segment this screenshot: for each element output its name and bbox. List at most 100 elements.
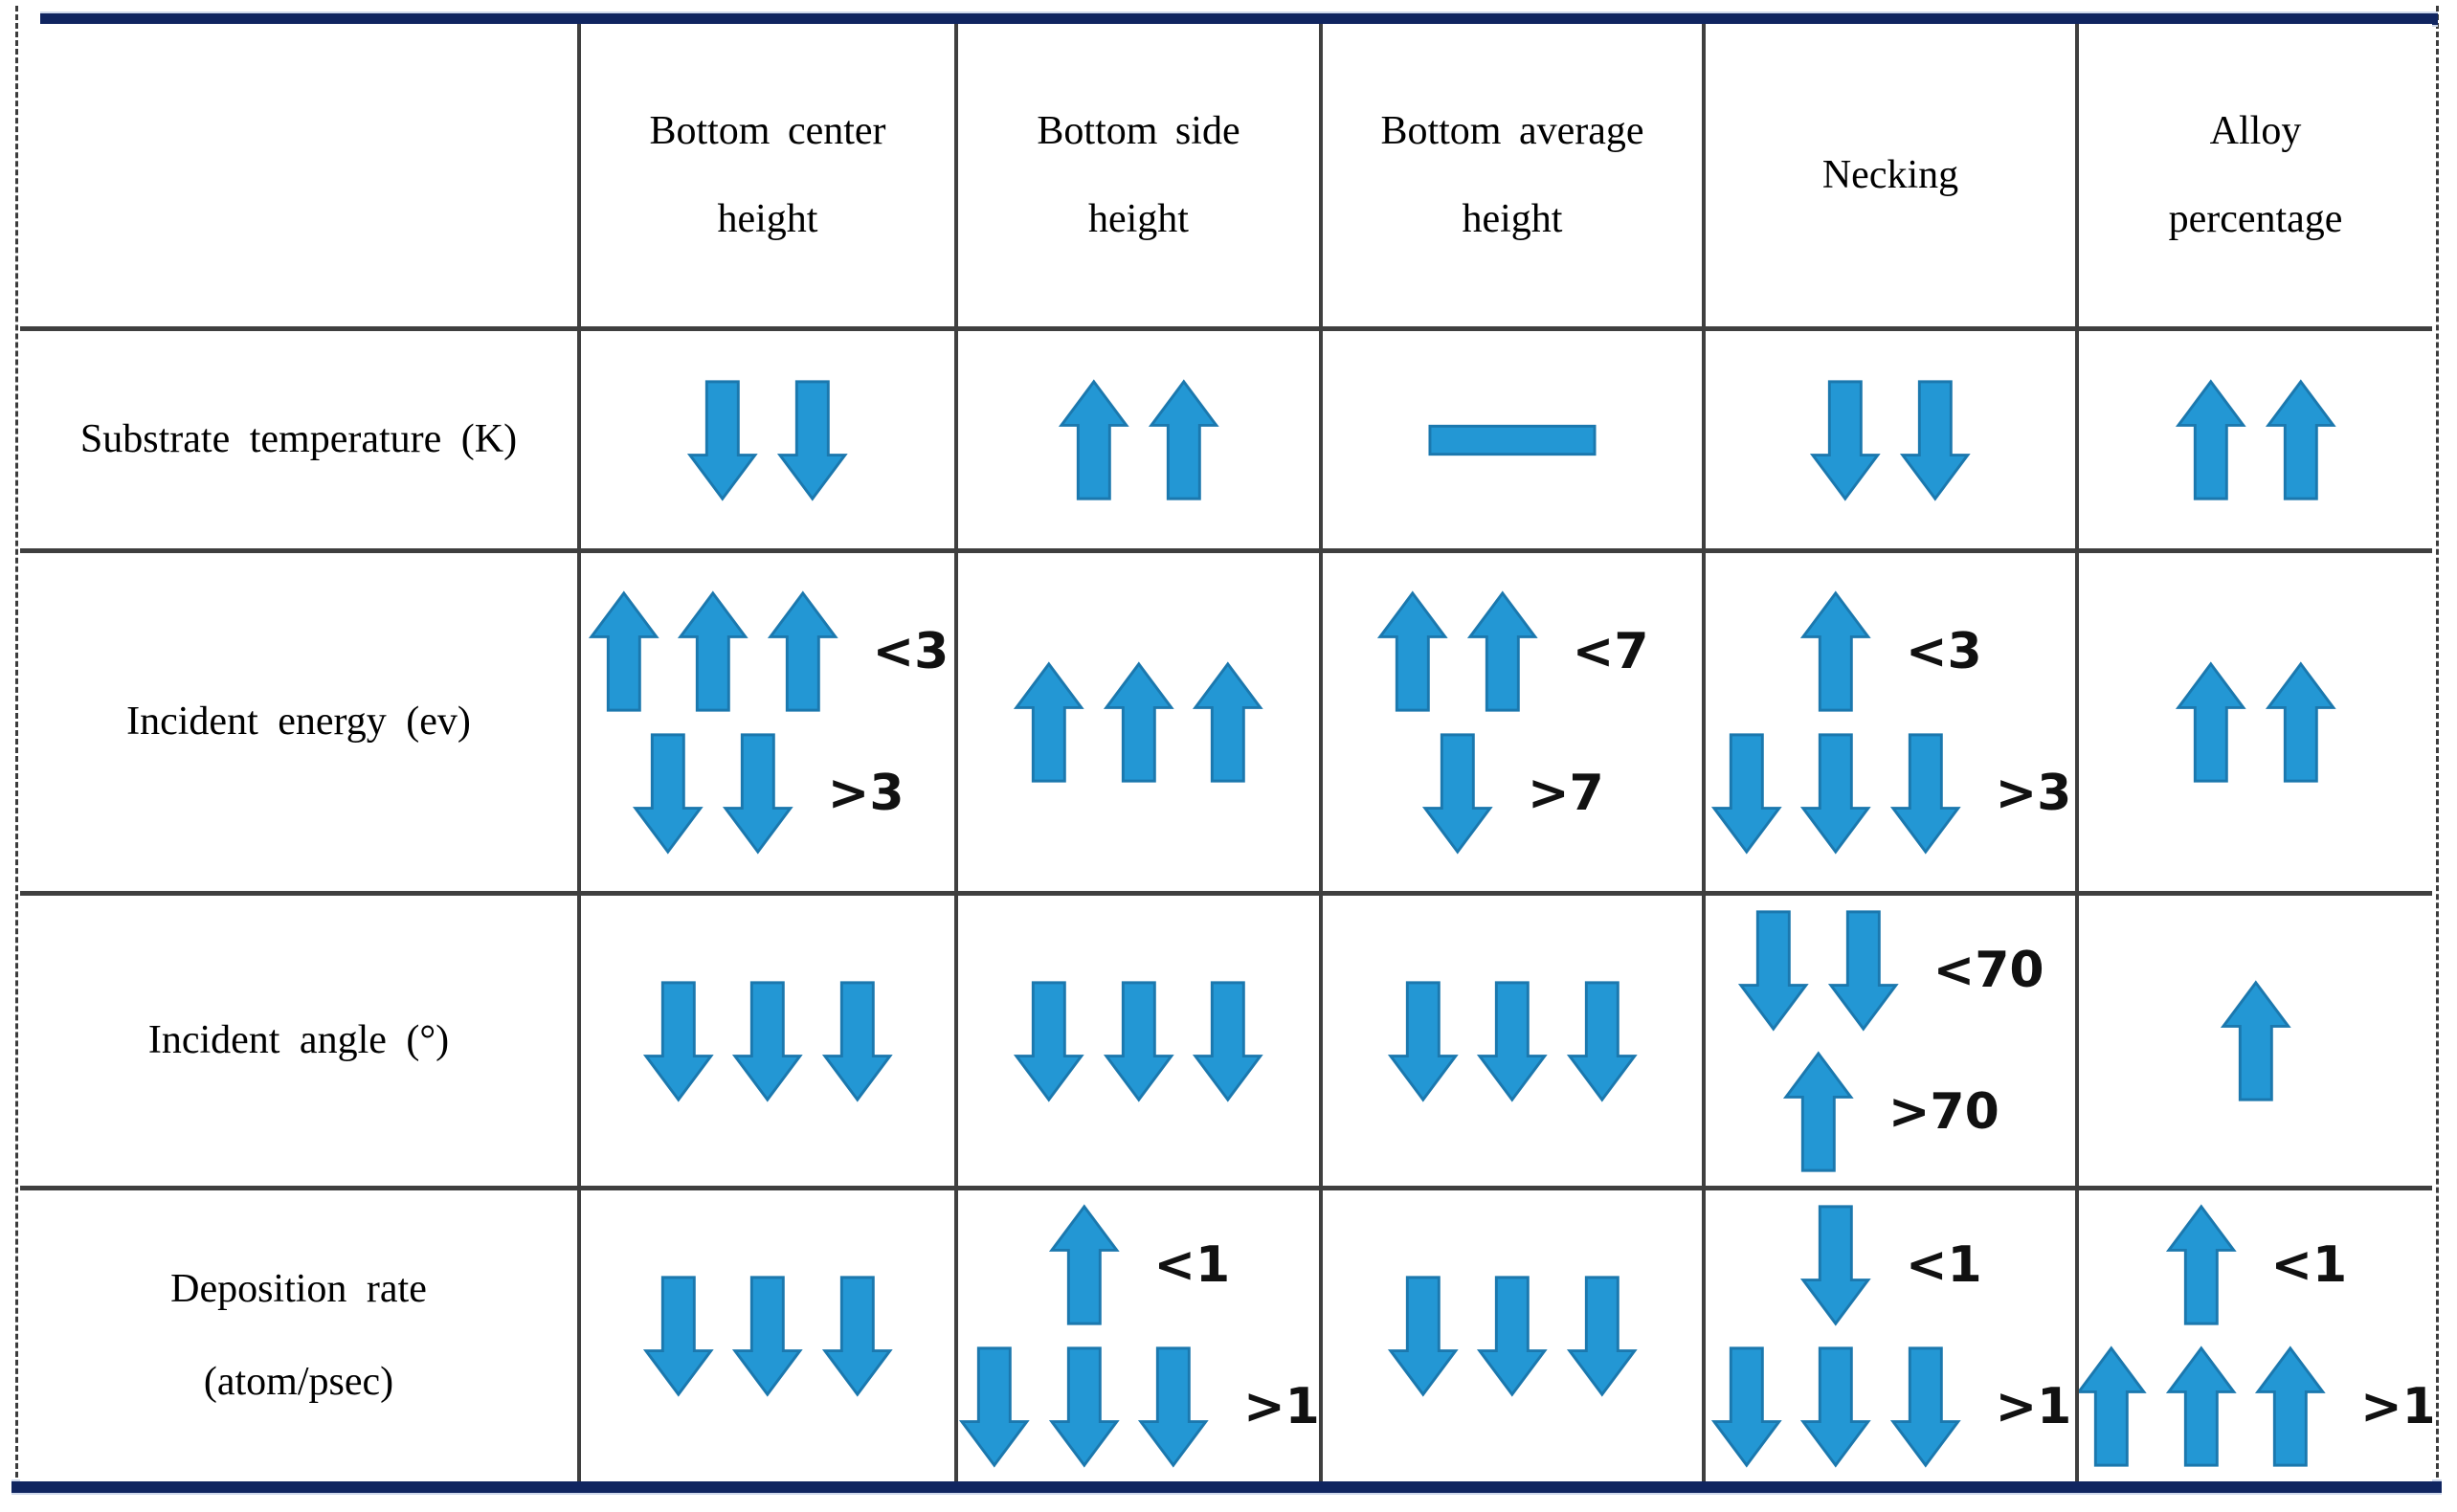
row-header-label: Incident angle (°): [147, 1018, 450, 1063]
up-arrow-icon: [678, 589, 748, 712]
arrow-row: [1047, 1202, 1122, 1328]
down-arrow-icon: [1387, 980, 1459, 1102]
up-arrow-icon: [1148, 378, 1219, 500]
condition-label: <3: [872, 622, 949, 680]
down-arrow-icon: [642, 1276, 714, 1397]
arrow-row: [1808, 377, 1972, 503]
row-header-label: Incident energy (ev): [126, 700, 471, 745]
up-arrow-icon: [1193, 660, 1263, 783]
arrow-row: [1736, 907, 1900, 1034]
arrow-row: [1057, 377, 1220, 503]
down-arrow-icon: [821, 980, 893, 1102]
up-arrow-icon: [2255, 1345, 2327, 1467]
arrow-group: >1: [958, 1344, 1319, 1470]
arrow-row: [1781, 1049, 1856, 1175]
arrow-group: [1012, 978, 1265, 1104]
down-arrow-icon: [1477, 1276, 1548, 1397]
cell-r4-c2: <1 >1: [958, 1190, 1323, 1481]
down-arrow-icon: [1387, 1276, 1459, 1397]
arrow-row: [1709, 730, 1963, 856]
arrow-row: [1386, 978, 1640, 1104]
cell-r4-c1: [581, 1190, 958, 1481]
arrow-group: <1: [2164, 1202, 2347, 1328]
row-header-3: Deposition rate (atom/psec): [20, 1190, 581, 1481]
up-arrow-icon: [1800, 589, 1871, 712]
up-arrow-icon: [1048, 1204, 1120, 1325]
arrow-group: [1428, 424, 1597, 456]
arrow-group: [685, 377, 849, 503]
down-arrow-icon: [1422, 732, 1493, 855]
down-arrow-icon: [1800, 732, 1871, 855]
down-arrow-icon: [1048, 1346, 1120, 1468]
up-arrow-icon: [588, 589, 659, 712]
cell-r3-c4: <70>70: [1706, 896, 2079, 1190]
arrow-row: [1709, 1344, 1963, 1470]
down-arrow-icon: [1138, 1346, 1210, 1468]
up-arrow-icon: [1013, 660, 1084, 783]
condition-label: >1: [2360, 1378, 2432, 1435]
bottom-rule: [11, 1481, 2442, 1493]
down-arrow-icon: [1800, 1346, 1871, 1468]
condition-label: <1: [1905, 1236, 1982, 1294]
arrow-row: [631, 730, 794, 856]
cell-r1-c1: [581, 331, 958, 553]
arrow-group: [1057, 377, 1220, 503]
down-arrow-icon: [687, 379, 759, 501]
down-arrow-icon: [1710, 732, 1782, 855]
down-arrow-icon: [1477, 980, 1548, 1102]
up-arrow-icon: [2165, 1345, 2237, 1467]
up-arrow-icon: [767, 589, 838, 712]
arrow-group: [2174, 377, 2337, 503]
cell-r4-c4: <1 >1: [1706, 1190, 2079, 1481]
up-arrow-icon: [1377, 589, 1449, 712]
down-arrow-icon: [1013, 980, 1084, 1102]
cell-r3-c3: [1323, 896, 1706, 1190]
arrow-group: <3: [1798, 589, 1982, 715]
row-header-label: Substrate temperature (K): [79, 417, 518, 462]
arrow-group: [641, 1273, 895, 1399]
up-arrow-icon: [1058, 378, 1129, 500]
up-arrow-icon: [1103, 660, 1174, 783]
arrow-group: <1: [1798, 1202, 1982, 1328]
up-arrow-icon: [2079, 1345, 2147, 1467]
cell-r1-c2: [958, 331, 1323, 553]
up-arrow-icon: [2175, 378, 2246, 500]
condition-label: >3: [827, 764, 905, 822]
cell-r2-c3: <7>7: [1323, 553, 1706, 896]
arrow-group: >3: [1709, 730, 2072, 856]
cell-r2-c4: <3>3: [1706, 553, 2079, 896]
arrow-group: <1: [1047, 1202, 1230, 1328]
cell-r3-c1: [581, 896, 958, 1190]
arrow-row: [1375, 589, 1539, 715]
arrow-row: [587, 589, 840, 715]
down-arrow-icon: [1800, 1205, 1871, 1326]
arrow-group: >1: [1709, 1344, 2071, 1470]
up-arrow-icon: [2265, 378, 2336, 500]
column-header-2: Bottom side height: [958, 24, 1323, 331]
cell-r1-c4: [1706, 331, 2079, 553]
arrow-row: [685, 377, 849, 503]
condition-label: >3: [1995, 764, 2072, 822]
arrow-group: [1808, 377, 1972, 503]
cell-r4-c3: [1323, 1190, 1706, 1481]
condition-label: <1: [1153, 1236, 1231, 1294]
dashed-border-left: [15, 6, 18, 1495]
down-arrow-icon: [1810, 379, 1882, 501]
corner-cell: [20, 24, 581, 331]
down-arrow-icon: [1566, 980, 1638, 1102]
arrow-row: [1386, 1273, 1640, 1399]
down-arrow-icon: [642, 980, 714, 1102]
up-arrow-icon: [2175, 660, 2246, 783]
arrow-row: [641, 1273, 895, 1399]
down-arrow-icon: [1827, 909, 1899, 1032]
column-header-1: Bottom center height: [581, 24, 958, 331]
down-arrow-icon: [723, 732, 793, 855]
arrow-row: [958, 1344, 1211, 1470]
up-arrow-icon: [2265, 660, 2336, 783]
arrow-group: [1386, 978, 1640, 1104]
condition-label: <7: [1572, 622, 1649, 680]
down-arrow-icon: [821, 1276, 893, 1397]
arrow-row: [2164, 1202, 2239, 1328]
